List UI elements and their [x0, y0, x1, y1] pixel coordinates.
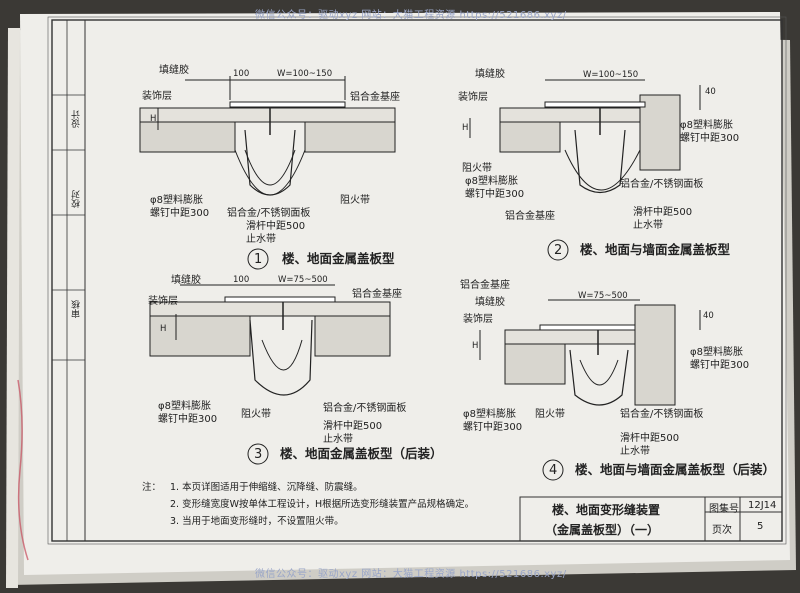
- d3-h: H: [160, 324, 167, 334]
- detail4-drawing: [479, 299, 701, 406]
- d4-water-stop: 止水带: [620, 446, 650, 457]
- caption-circles: [247, 239, 569, 481]
- side-design: 设计: [72, 110, 82, 128]
- d4-fire-band: 阻火带: [535, 409, 565, 420]
- d3-dim-w: W=75~500: [278, 275, 328, 285]
- d2-bolt2: 螺钉中距300: [465, 189, 525, 200]
- d4-caption: 楼、地面与墙面金属盖板型（后装）: [575, 462, 776, 477]
- d4-bolt2: 螺钉中距300: [463, 422, 523, 433]
- side-review: 审核: [72, 300, 82, 318]
- d1-dim-100: 100: [233, 69, 250, 79]
- d2-slide: 滑杆中距500: [633, 207, 693, 218]
- d3-cover: 铝合金/不锈钢面板: [323, 403, 407, 414]
- d3-caption: 楼、地面金属盖板型（后装）: [280, 446, 443, 461]
- d1-caption: 楼、地面金属盖板型: [282, 251, 395, 266]
- d3-fire-band: 阻火带: [241, 409, 271, 420]
- d2-h: H: [462, 123, 469, 133]
- d4-decor-layer: 装饰层: [463, 314, 493, 325]
- note-line-1: 1. 本页详图适用于伸缩缝、沉降缝、防震缝。: [170, 482, 363, 493]
- atlas-label: 图集号: [709, 504, 739, 515]
- d4-bolt3: φ8塑料膨胀: [690, 347, 743, 358]
- d1-cover: 铝合金/不锈钢面板: [227, 208, 311, 219]
- d1-decor-layer: 装饰层: [142, 91, 172, 102]
- watermark-bottom: 微信公众号：驱动xyz 网站：大猫工程资源 https://521686.xyz…: [255, 569, 567, 580]
- watermark-top: 微信公众号：驱动xyz 网站：大猫工程资源 https://521686.xyz…: [255, 10, 567, 21]
- page-value: 5: [757, 521, 764, 532]
- d1-h: H: [150, 114, 157, 124]
- d4-fill-glue: 填缝胶: [475, 297, 505, 308]
- d2-cover: 铝合金/不锈钢面板: [620, 179, 704, 190]
- d1-water-stop: 止水带: [246, 234, 276, 245]
- d4-base: 铝合金基座: [460, 280, 510, 291]
- d3-slide: 滑杆中距500: [323, 421, 383, 432]
- atlas-value: 12J14: [748, 500, 777, 511]
- d4-h: H: [472, 341, 479, 351]
- side-check: 校对: [72, 190, 82, 208]
- d2-fill-glue: 填缝胶: [475, 69, 505, 80]
- d2-caption: 楼、地面与墙面金属盖板型: [580, 242, 731, 257]
- title-line-2: （金属盖板型）（一）: [545, 523, 660, 537]
- d2-bolt4: 螺钉中距300: [680, 133, 740, 144]
- d3-fill-glue: 填缝胶: [171, 275, 201, 286]
- notes-label: 注：: [142, 482, 162, 493]
- d3-bolt1: φ8塑料膨胀: [158, 401, 211, 412]
- d4-number: 4: [549, 463, 558, 478]
- d1-base: 铝合金基座: [350, 92, 400, 103]
- d2-base: 铝合金基座: [505, 211, 555, 222]
- d1-dim-w: W=100~150: [277, 69, 333, 79]
- d3-number: 3: [254, 447, 263, 462]
- d2-bolt3: φ8塑料膨胀: [680, 120, 733, 131]
- d3-bolt2: 螺钉中距300: [158, 414, 218, 425]
- d2-bolt1: φ8塑料膨胀: [465, 176, 518, 187]
- d1-fire-band: 阻火带: [340, 195, 370, 206]
- note-line-3: 3. 当用于地面变形缝时，不设置阻火带。: [170, 516, 344, 527]
- d2-dim-w: W=100~150: [583, 70, 639, 80]
- page-label: 页次: [712, 525, 732, 536]
- d2-dim-40: 40: [705, 87, 716, 97]
- detail3-drawing: [149, 284, 391, 396]
- d3-water-stop: 止水带: [323, 434, 353, 445]
- d1-number: 1: [254, 252, 263, 267]
- title-block-frame: [519, 496, 783, 542]
- d4-bolt4: 螺钉中距300: [690, 360, 750, 371]
- detail1-drawing: [139, 76, 396, 196]
- d4-slide: 滑杆中距500: [620, 433, 680, 444]
- d4-bolt1: φ8塑料膨胀: [463, 409, 516, 420]
- d1-bolt2: 螺钉中距300: [150, 208, 210, 219]
- d1-fill-glue: 填缝胶: [159, 65, 189, 76]
- title-line-1: 楼、地面变形缝装置: [552, 503, 661, 517]
- d4-cover: 铝合金/不锈钢面板: [620, 409, 704, 420]
- d1-slide: 滑杆中距500: [246, 221, 306, 232]
- d1-bolt1: φ8塑料膨胀: [150, 195, 203, 206]
- d4-dim-40: 40: [703, 311, 714, 321]
- d2-decor-layer: 装饰层: [458, 92, 488, 103]
- d4-dim-w: W=75~500: [578, 291, 628, 301]
- d3-decor-layer: 装饰层: [148, 296, 178, 307]
- note-line-2: 2. 变形缝宽度W按单体工程设计，H根据所选变形缝装置产品规格确定。: [170, 499, 475, 510]
- d2-water-stop: 止水带: [633, 220, 663, 231]
- d2-number: 2: [554, 243, 563, 258]
- d3-dim-100: 100: [233, 275, 250, 285]
- d3-base: 铝合金基座: [352, 289, 402, 300]
- d2-fire-band: 阻火带: [462, 163, 492, 174]
- detail2-drawing: [469, 79, 701, 194]
